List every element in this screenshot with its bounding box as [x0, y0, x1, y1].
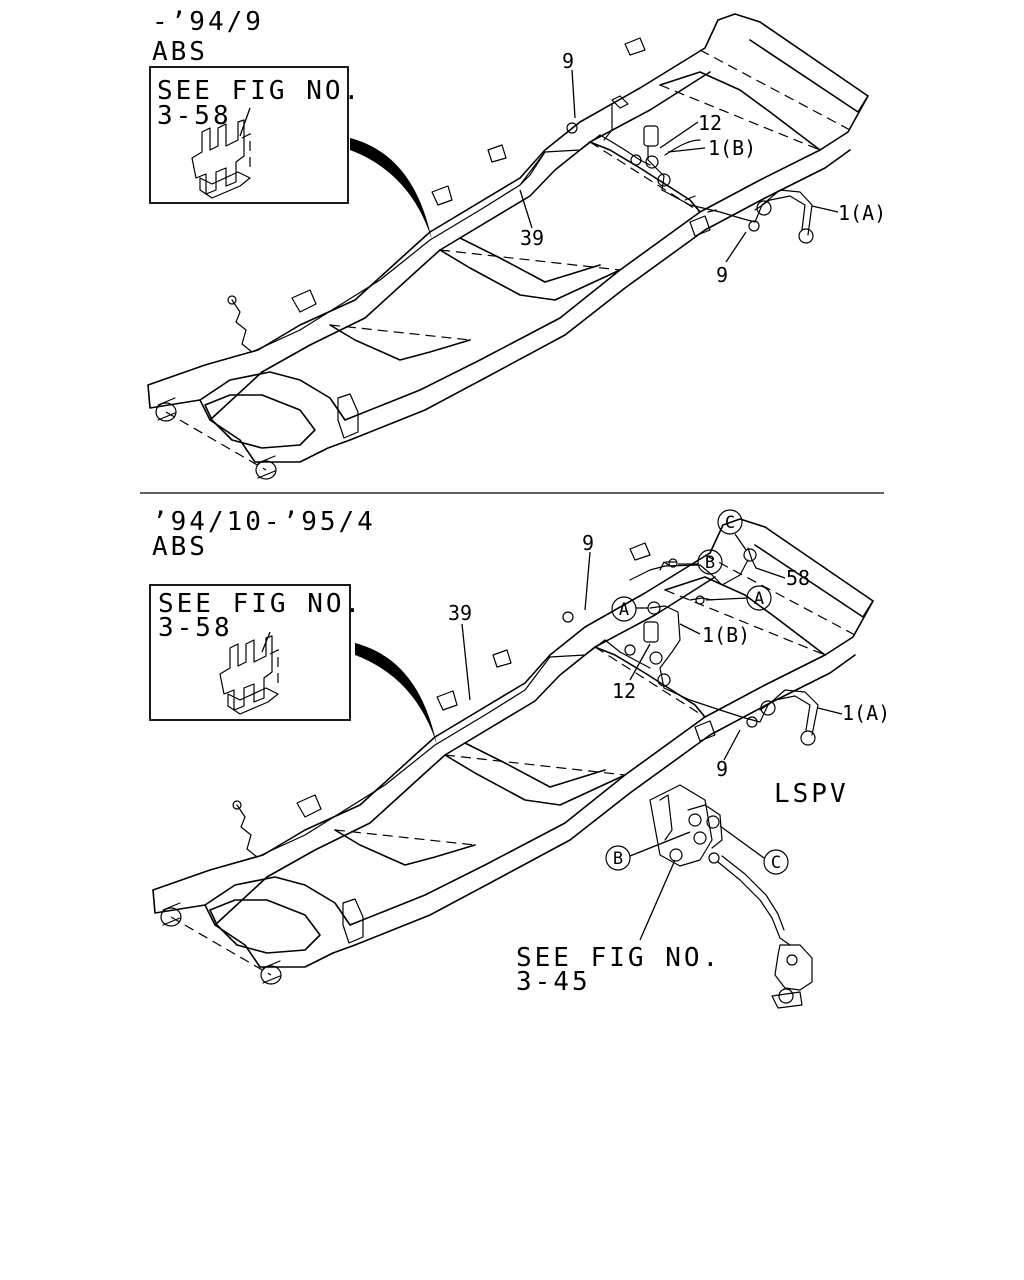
marker-a1-circle: [611, 596, 637, 622]
marker-a1: A: [619, 600, 629, 620]
bottom-circle-markers: C B A A B C: [605, 509, 789, 875]
bottom-brake-lines: [562, 547, 819, 746]
bottom-leader-9b: [723, 729, 741, 761]
top-leader-39: [519, 189, 533, 229]
marker-c2-circle: [763, 849, 789, 875]
marker-c2: C: [771, 853, 781, 873]
marker-b1-circle: [697, 549, 723, 575]
marker-c1-circle: [717, 509, 743, 535]
bottom-callout-12: 12: [612, 679, 636, 703]
bottom-diagram: ’94/10-’95/4 ABS SEE FIG NO. 3-58: [149, 507, 890, 1009]
top-callout-9a: 9: [562, 49, 574, 73]
top-leader-9a: [571, 69, 576, 119]
top-leader-1b: [667, 147, 706, 153]
bottom-leader-58: [755, 567, 786, 579]
top-brake-lines: [519, 95, 814, 244]
bottom-see-fig-number: 3-58: [158, 613, 233, 643]
top-leader-1a: [811, 205, 839, 213]
bottom-see-fig-box: [149, 584, 351, 721]
bottom-callout-9b: 9: [716, 757, 728, 781]
top-pointer-arrow: [350, 138, 432, 240]
marker-b2: B: [613, 849, 623, 869]
bottom-callout-1a: 1(A): [842, 701, 890, 725]
bottom-see-fig2-number: 3-45: [516, 967, 591, 997]
marker-b1: B: [705, 553, 715, 573]
top-date-range: -’94/9: [152, 7, 264, 37]
lspv-label: LSPV: [774, 779, 849, 809]
top-see-fig-label: SEE FIG NO.: [157, 76, 362, 106]
top-callout-1b: 1(B): [708, 136, 756, 160]
bottom-leader-1a: [817, 707, 843, 715]
top-callout-12: 12: [698, 111, 722, 135]
top-callout-9b: 9: [716, 263, 728, 287]
bottom-system-label: ABS: [152, 532, 208, 562]
top-clip-leader: [239, 107, 251, 137]
bottom-date-range: ’94/10-’95/4: [152, 507, 376, 537]
marker-b2-circle: [605, 845, 631, 871]
bottom-leader-12: [629, 643, 651, 681]
bottom-see-fig2-label: SEE FIG NO.: [516, 943, 721, 973]
top-system-label: ABS: [152, 37, 208, 67]
bottom-leader-9a: [584, 551, 591, 611]
bottom-leader-1b: [679, 623, 701, 635]
bottom-callout-9a: 9: [582, 531, 594, 555]
top-callout-39: 39: [520, 226, 544, 250]
bottom-clip-leader: [261, 631, 271, 653]
bottom-pointer-arrow: [355, 643, 437, 745]
top-leader-9b: [725, 231, 747, 263]
top-diagram: -’94/9 ABS SEE FIG NO. 3-58: [147, 7, 886, 480]
lspv-valve: [649, 784, 813, 1009]
bottom-callout-39: 39: [448, 601, 472, 625]
top-see-fig-number: 3-58: [157, 101, 232, 131]
bottom-see-fig-label: SEE FIG NO.: [158, 589, 363, 619]
bottom-callout-1b: 1(B): [702, 623, 750, 647]
bottom-callout-58: 58: [786, 566, 810, 590]
marker-a2: A: [754, 589, 764, 609]
marker-c1: C: [725, 513, 735, 533]
bottom-leader-see-fig: [639, 859, 676, 941]
bottom-leader-39: [461, 623, 471, 701]
top-callout-1a: 1(A): [838, 201, 886, 225]
top-leader-12: [659, 121, 699, 149]
